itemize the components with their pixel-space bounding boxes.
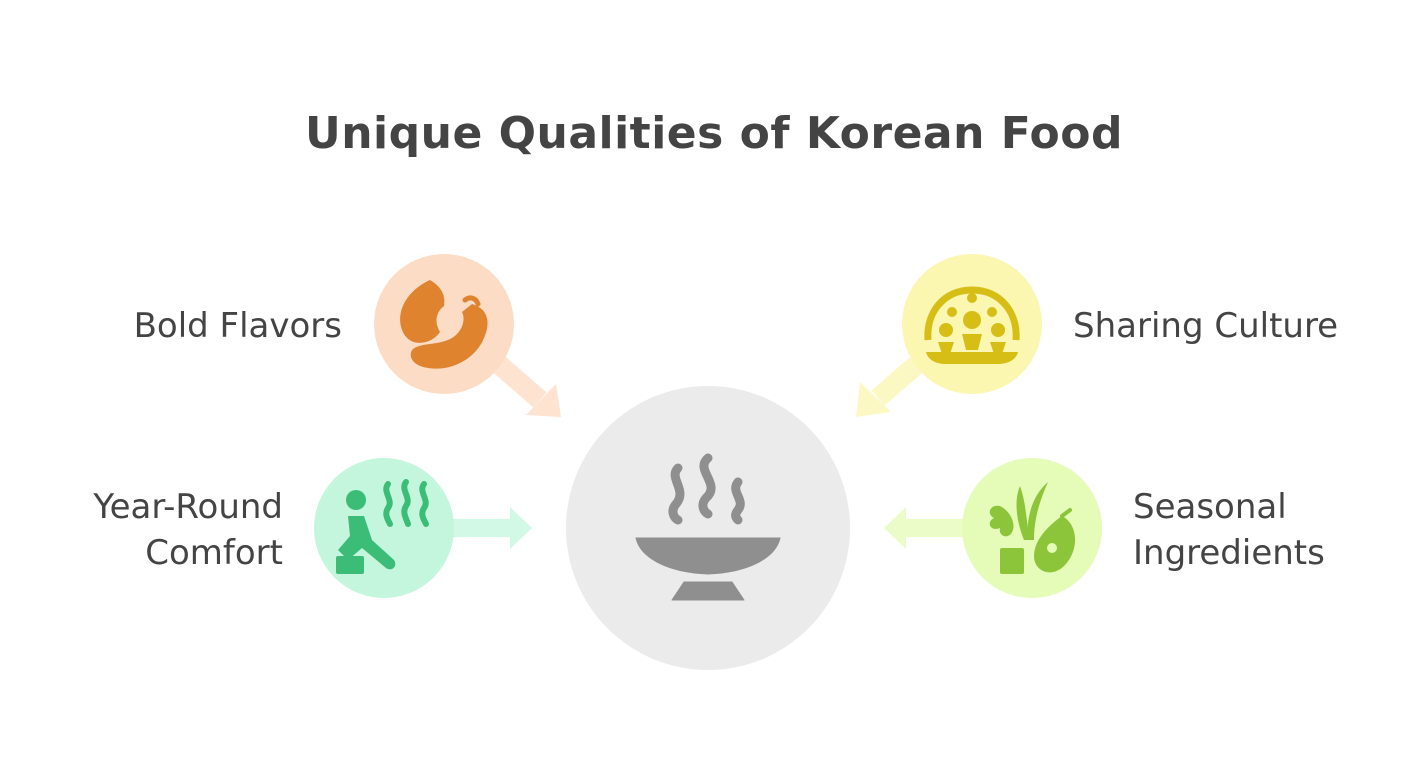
label-line: Sharing Culture xyxy=(1073,306,1339,346)
label-line: Bold Flavors xyxy=(133,306,342,346)
chili-flame-icon xyxy=(400,280,488,369)
page-title: Unique Qualities of Korean Food xyxy=(304,108,1123,159)
warm-person-icon xyxy=(336,479,429,574)
node-year-round-comfort xyxy=(314,458,454,598)
label-line: Year-Round xyxy=(93,487,283,527)
label-line: Ingredients xyxy=(1133,533,1325,573)
arrow-year-round-comfort xyxy=(448,507,532,549)
label-year-round-comfort: Year-Round Comfort xyxy=(93,484,283,576)
arrow-bold-flavors xyxy=(487,352,561,417)
herb-vegetable-icon xyxy=(989,482,1076,574)
label-line: Comfort xyxy=(145,533,283,573)
node-seasonal-ingredients xyxy=(962,458,1102,598)
label-line: Seasonal xyxy=(1133,487,1287,527)
group-table-icon xyxy=(924,286,1020,364)
arrow-seasonal-ingredients xyxy=(884,507,968,549)
node-bold-flavors xyxy=(374,254,514,394)
steaming-bowl-icon xyxy=(635,453,781,601)
center-node xyxy=(566,386,850,670)
label-sharing-culture: Sharing Culture xyxy=(1073,303,1338,349)
label-bold-flavors: Bold Flavors xyxy=(134,303,342,349)
arrow-sharing-culture xyxy=(856,352,929,417)
node-sharing-culture xyxy=(902,254,1042,394)
label-seasonal-ingredients: Seasonal Ingredients xyxy=(1133,484,1325,576)
